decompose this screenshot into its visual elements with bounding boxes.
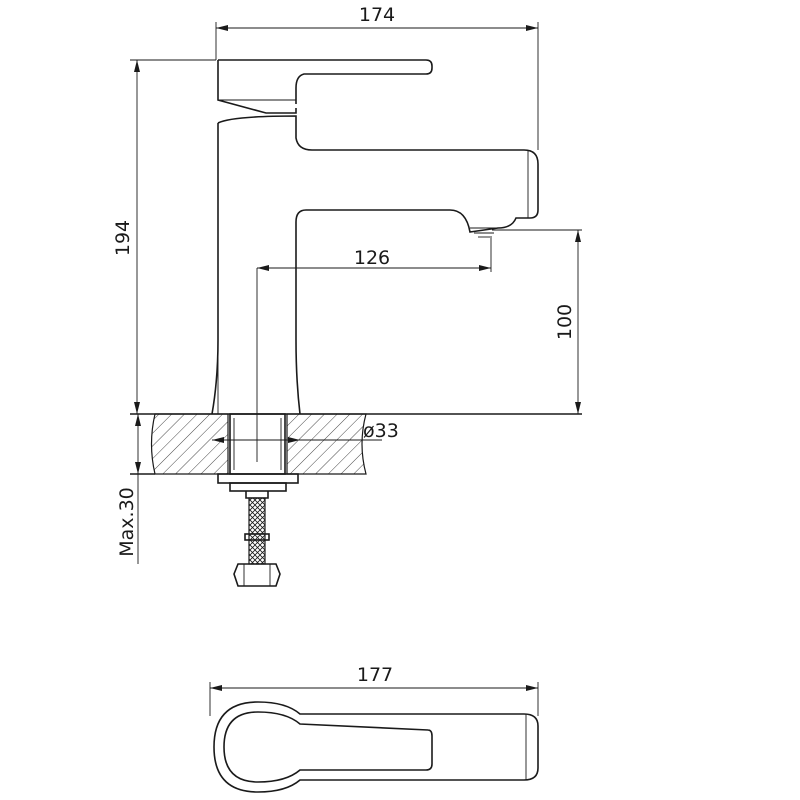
- overall-height-label: 194: [112, 220, 134, 256]
- spout-height-label: 100: [554, 304, 576, 340]
- faucet-body: [217, 115, 539, 415]
- max-thickness-label: Max.30: [116, 487, 138, 557]
- handle-cartridge: [217, 60, 297, 114]
- spout-reach-label: 126: [354, 247, 390, 269]
- overall-width-label: 174: [359, 4, 395, 26]
- dimension-spout-reach: 126: [257, 236, 492, 272]
- dimension-top-view-width: 177: [209, 664, 539, 716]
- dimension-max-thickness: Max.30: [116, 414, 141, 564]
- dimension-hole-diameter: ø33: [212, 420, 399, 443]
- top-view-outline: [213, 701, 539, 793]
- supply-hose: [233, 497, 281, 587]
- dimension-spout-height: 100: [492, 229, 582, 414]
- dimension-overall-width: 174: [215, 4, 539, 150]
- hole-diameter-label: ø33: [363, 420, 399, 442]
- faucet-top-view: [213, 701, 539, 793]
- top-view-handle: [223, 711, 433, 783]
- handle-lever: [218, 59, 433, 104]
- faucet-side-view: [211, 59, 539, 415]
- top-view-width-label: 177: [357, 664, 393, 686]
- countertop-section: [130, 413, 582, 475]
- dimension-overall-height: 194: [112, 59, 216, 414]
